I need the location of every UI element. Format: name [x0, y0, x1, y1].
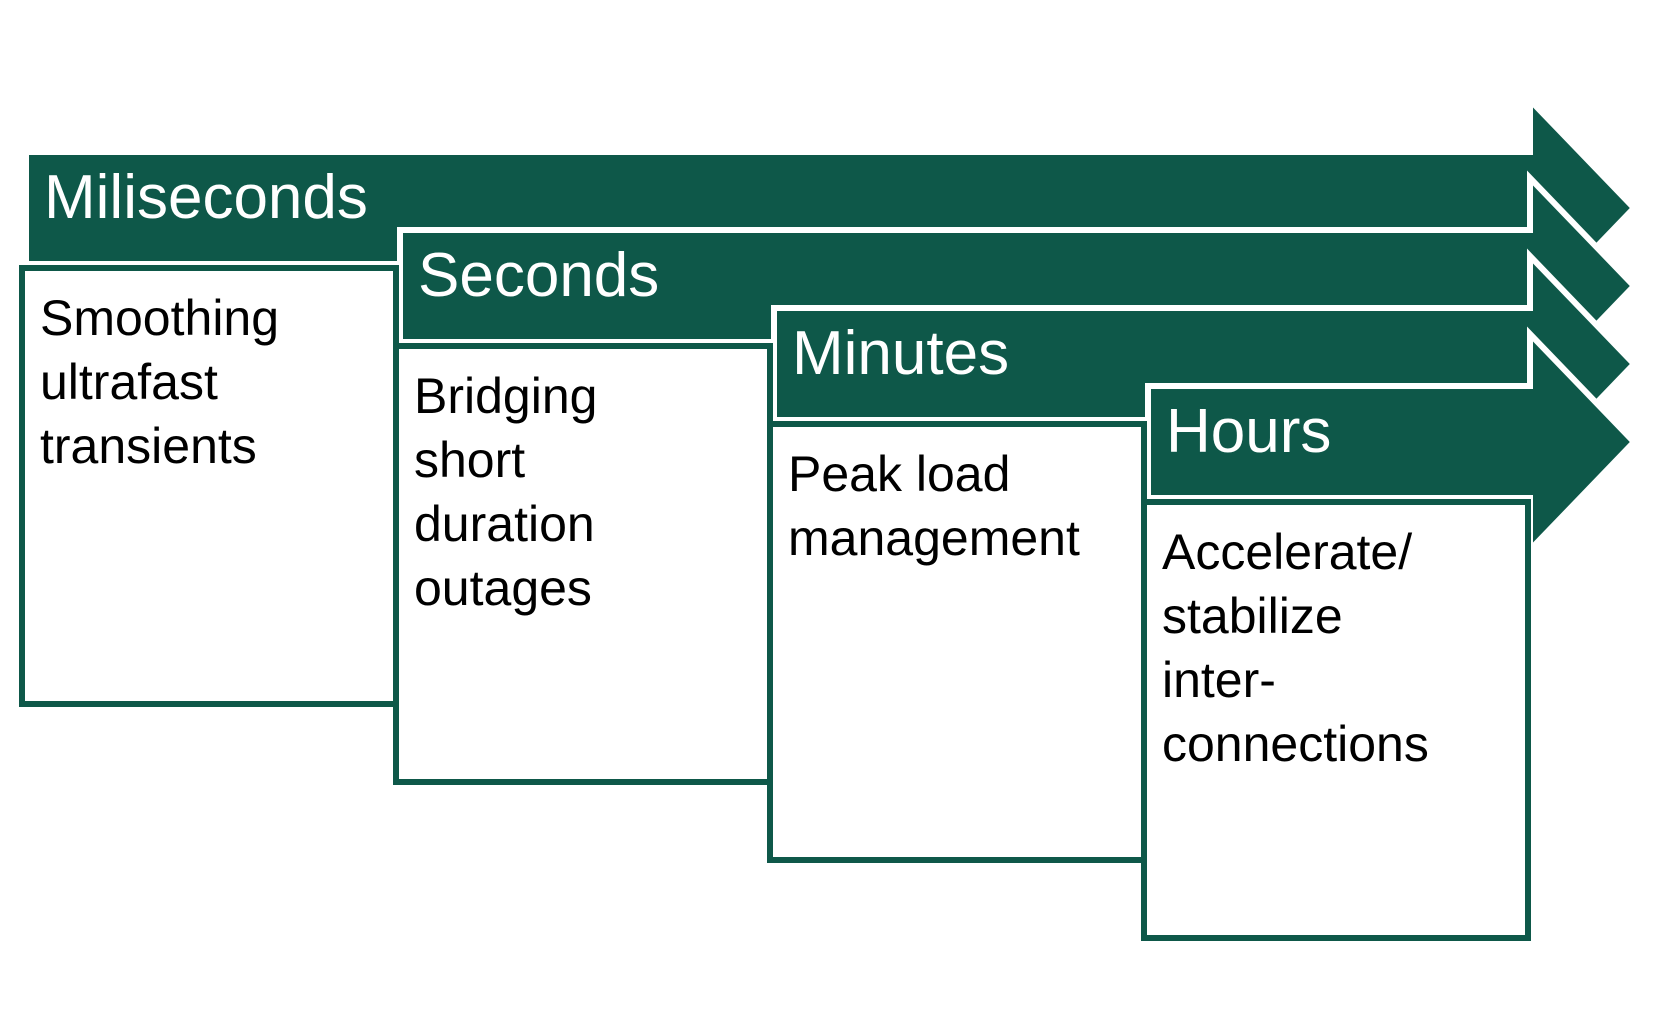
stage-title-hours: Hours: [1166, 397, 1332, 466]
description-line: transients: [40, 418, 257, 474]
stage-title-miliseconds: Miliseconds: [44, 163, 368, 232]
description-box-seconds: [393, 343, 773, 785]
stage-title-minutes: Minutes: [792, 319, 1010, 388]
description-line: outages: [414, 560, 592, 616]
description-line: Smoothing: [40, 290, 280, 346]
description-box-miliseconds: [19, 265, 399, 707]
stage-description-miliseconds: Smoothing ultrafast transients: [40, 286, 279, 478]
stage-description-seconds: Bridging short duration outages: [414, 364, 597, 620]
description-line: Bridging: [414, 368, 598, 424]
description-box-hours: [1141, 499, 1531, 941]
description-line: Peak load: [788, 446, 1011, 502]
stage-description-hours: Accelerate/ stabilize inter- connections: [1162, 520, 1429, 776]
description-line: ultrafast: [40, 354, 218, 410]
description-line: management: [788, 510, 1080, 566]
description-line: connections: [1162, 716, 1429, 772]
description-line: short: [414, 432, 526, 488]
description-line: Accelerate/: [1162, 524, 1413, 580]
timescale-arrow-hours: [1145, 326, 1639, 558]
description-line: inter-: [1162, 652, 1276, 708]
stage-title-seconds: Seconds: [418, 241, 660, 310]
description-line: stabilize: [1162, 588, 1343, 644]
description-line: duration: [414, 496, 595, 552]
stage-description-minutes: Peak load management: [788, 442, 1080, 570]
